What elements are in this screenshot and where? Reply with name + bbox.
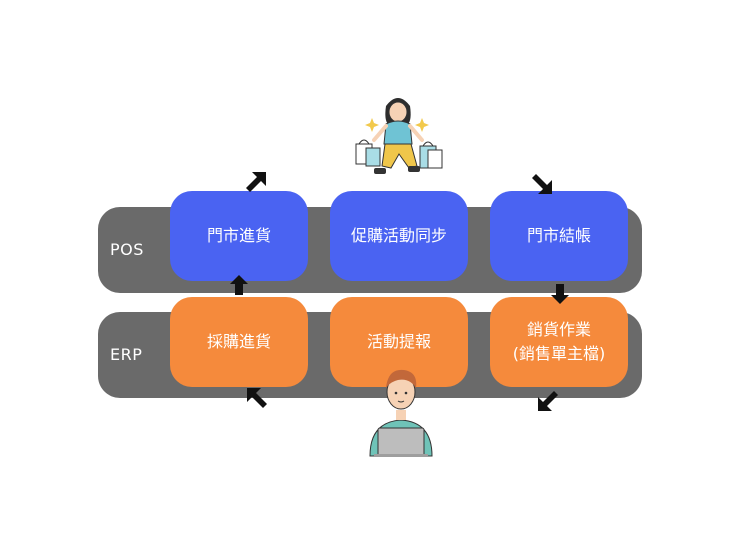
sales-operation-label-line1: 銷貨作業 <box>526 320 591 339</box>
arrow-up-right-icon <box>246 172 266 192</box>
staff-laptop-icon <box>369 369 433 457</box>
arrow-up-left-icon <box>247 388 267 408</box>
arrow-down-icon <box>551 284 569 304</box>
sales-operation-label-line2: (銷售單主檔) <box>512 344 606 363</box>
promo-sync-label: 促購活動同步 <box>350 226 447 245</box>
purchase-receiving-box: 採購進貨 <box>170 297 308 387</box>
arrow-up-icon <box>230 275 248 295</box>
purchase-receiving-label: 採購進貨 <box>206 332 271 351</box>
event-reporting-label: 活動提報 <box>366 332 431 351</box>
arrow-down-right-icon <box>532 174 552 194</box>
store-checkout-box: 門市結帳 <box>490 191 628 281</box>
store-receiving-label: 門市進貨 <box>206 226 271 245</box>
promo-sync-box: 促購活動同步 <box>330 191 468 281</box>
erp-band-label: ERP <box>110 345 143 364</box>
arrow-down-left-icon <box>538 391 558 411</box>
shopper-icon <box>355 98 443 174</box>
sales-operation-box: 銷貨作業 (銷售單主檔) <box>490 297 628 387</box>
pos-band-label: POS <box>110 240 144 259</box>
store-receiving-box: 門市進貨 <box>170 191 308 281</box>
store-checkout-label: 門市結帳 <box>526 226 591 245</box>
